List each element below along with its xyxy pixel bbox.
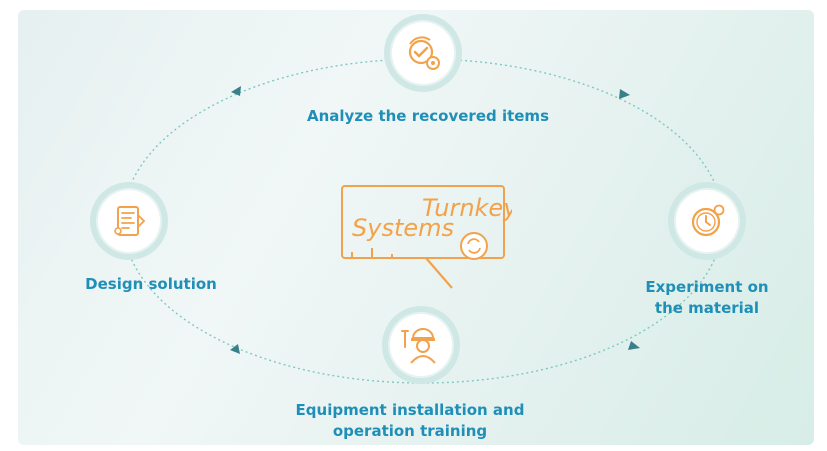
cycle-arrow-bottom-right: [628, 341, 640, 350]
engineer-worker-icon: [401, 328, 436, 364]
cycle-arrow-top-right: [619, 89, 630, 99]
blueprint-icon: [114, 206, 146, 236]
cycle-arrow-bottom-left: [230, 344, 240, 354]
step-node-analyze: [384, 14, 462, 92]
clock-gear-icon: [691, 204, 725, 237]
step-label-experiment: Experiment on the material: [630, 277, 784, 319]
step-label-installation-line1: Equipment installation and: [295, 401, 525, 419]
step-node-experiment: [668, 182, 746, 260]
step-node-design: [90, 182, 168, 260]
step-label-design: Design solution: [85, 275, 217, 293]
step-label-installation: Equipment installation and operation tra…: [262, 400, 558, 442]
logo-text-turnkey: Turnkey: [422, 194, 512, 222]
step-label-installation-line2: operation training: [332, 422, 488, 440]
step-label-experiment-line1: Experiment on: [645, 278, 769, 296]
recycle-gear-icon: [408, 36, 440, 70]
step-label-analyze: Analyze the recovered items: [307, 107, 549, 125]
turnkey-logo-graphic: Turnkey Systems: [341, 185, 518, 289]
cycle-arrow-top-left: [231, 86, 241, 96]
turnkey-systems-logo: Turnkey Systems: [336, 180, 518, 300]
step-node-installation: [382, 306, 460, 384]
logo-text-systems: Systems: [352, 214, 454, 242]
step-label-experiment-line2: the material: [654, 299, 760, 317]
